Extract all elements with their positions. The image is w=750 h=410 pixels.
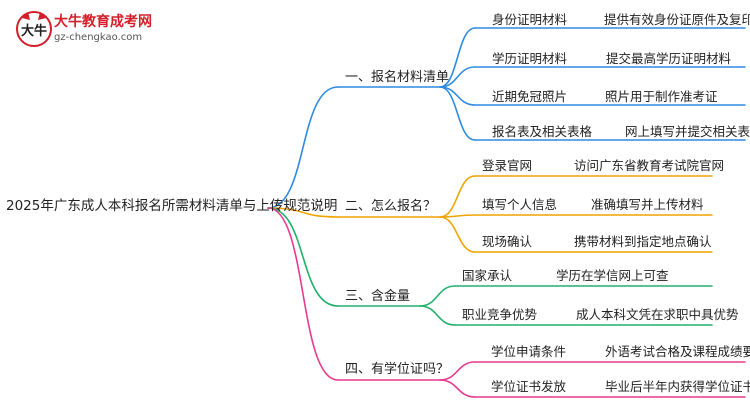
leaf-detail: 成人本科文凭在求职中具优势	[576, 307, 739, 322]
leaf-name: 近期免冠照片	[492, 89, 568, 104]
branch-connector	[267, 207, 339, 381]
leaf-name: 报名表及相关表格	[492, 124, 593, 139]
leaf-connector	[439, 66, 476, 88]
leaf-name: 填写个人信息	[482, 197, 558, 212]
branch-connector	[267, 207, 339, 218]
logo-title: 大牛教育成考网	[54, 14, 152, 30]
leaf-detail: 学历在学信网上可查	[556, 268, 669, 283]
branch-label-value: 三、含金量	[345, 289, 411, 304]
logo: 大牛 大牛教育成考网 gz-chengkao.com	[14, 8, 194, 50]
leaf-connector	[439, 379, 476, 398]
branch-label-degree: 四、有学位证吗？	[345, 362, 450, 377]
leaf-name: 学位申请条件	[491, 344, 567, 359]
leaf-connector	[439, 27, 476, 88]
leaf-detail: 照片用于制作准考证	[605, 89, 718, 104]
root-topic: 2025年广东成人本科报名所需材料清单与上传规范说明	[6, 198, 338, 214]
branch-label-how-to-apply: 二、怎么报名？	[345, 199, 437, 214]
leaf-detail: 提交最高学历证明材料	[606, 51, 732, 66]
leaf-detail: 外语考试合格及课程成绩要求	[605, 344, 750, 359]
leaf-name: 学位证书发放	[491, 379, 567, 394]
leaf-detail: 毕业后半年内获得学位证书	[605, 379, 750, 394]
leaf-detail: 访问广东省教育考试院官网	[574, 158, 725, 173]
leaf-name: 登录官网	[482, 158, 533, 173]
leaf-connector	[439, 175, 476, 218]
leaf-connector	[419, 305, 456, 326]
leaf-connector	[439, 361, 476, 381]
leaf-name: 现场确认	[482, 234, 533, 249]
leaf-name: 国家承认	[462, 268, 513, 283]
leaf-connector	[439, 86, 476, 141]
logo-mark-text: 大牛	[21, 23, 47, 39]
leaf-connector	[439, 216, 476, 253]
leaf-name: 职业竞争优势	[462, 307, 538, 322]
leaf-name: 学历证明材料	[492, 51, 568, 66]
leaf-connector	[419, 285, 456, 307]
leaf-detail: 准确填写并上传材料	[591, 197, 704, 212]
branch-connector	[267, 86, 339, 209]
logo-url: gz-chengkao.com	[54, 32, 143, 43]
leaf-detail: 提供有效身份证原件及复印件	[604, 12, 750, 27]
leaf-detail: 携带材料到指定地点确认	[574, 234, 712, 249]
branch-label-materials: 一、报名材料清单	[345, 70, 450, 85]
leaf-name: 身份证明材料	[492, 12, 568, 27]
leaf-detail: 网上填写并提交相关表格	[625, 124, 750, 139]
branch-connector	[267, 207, 339, 307]
logo-mark-icon: 大牛	[16, 11, 52, 47]
